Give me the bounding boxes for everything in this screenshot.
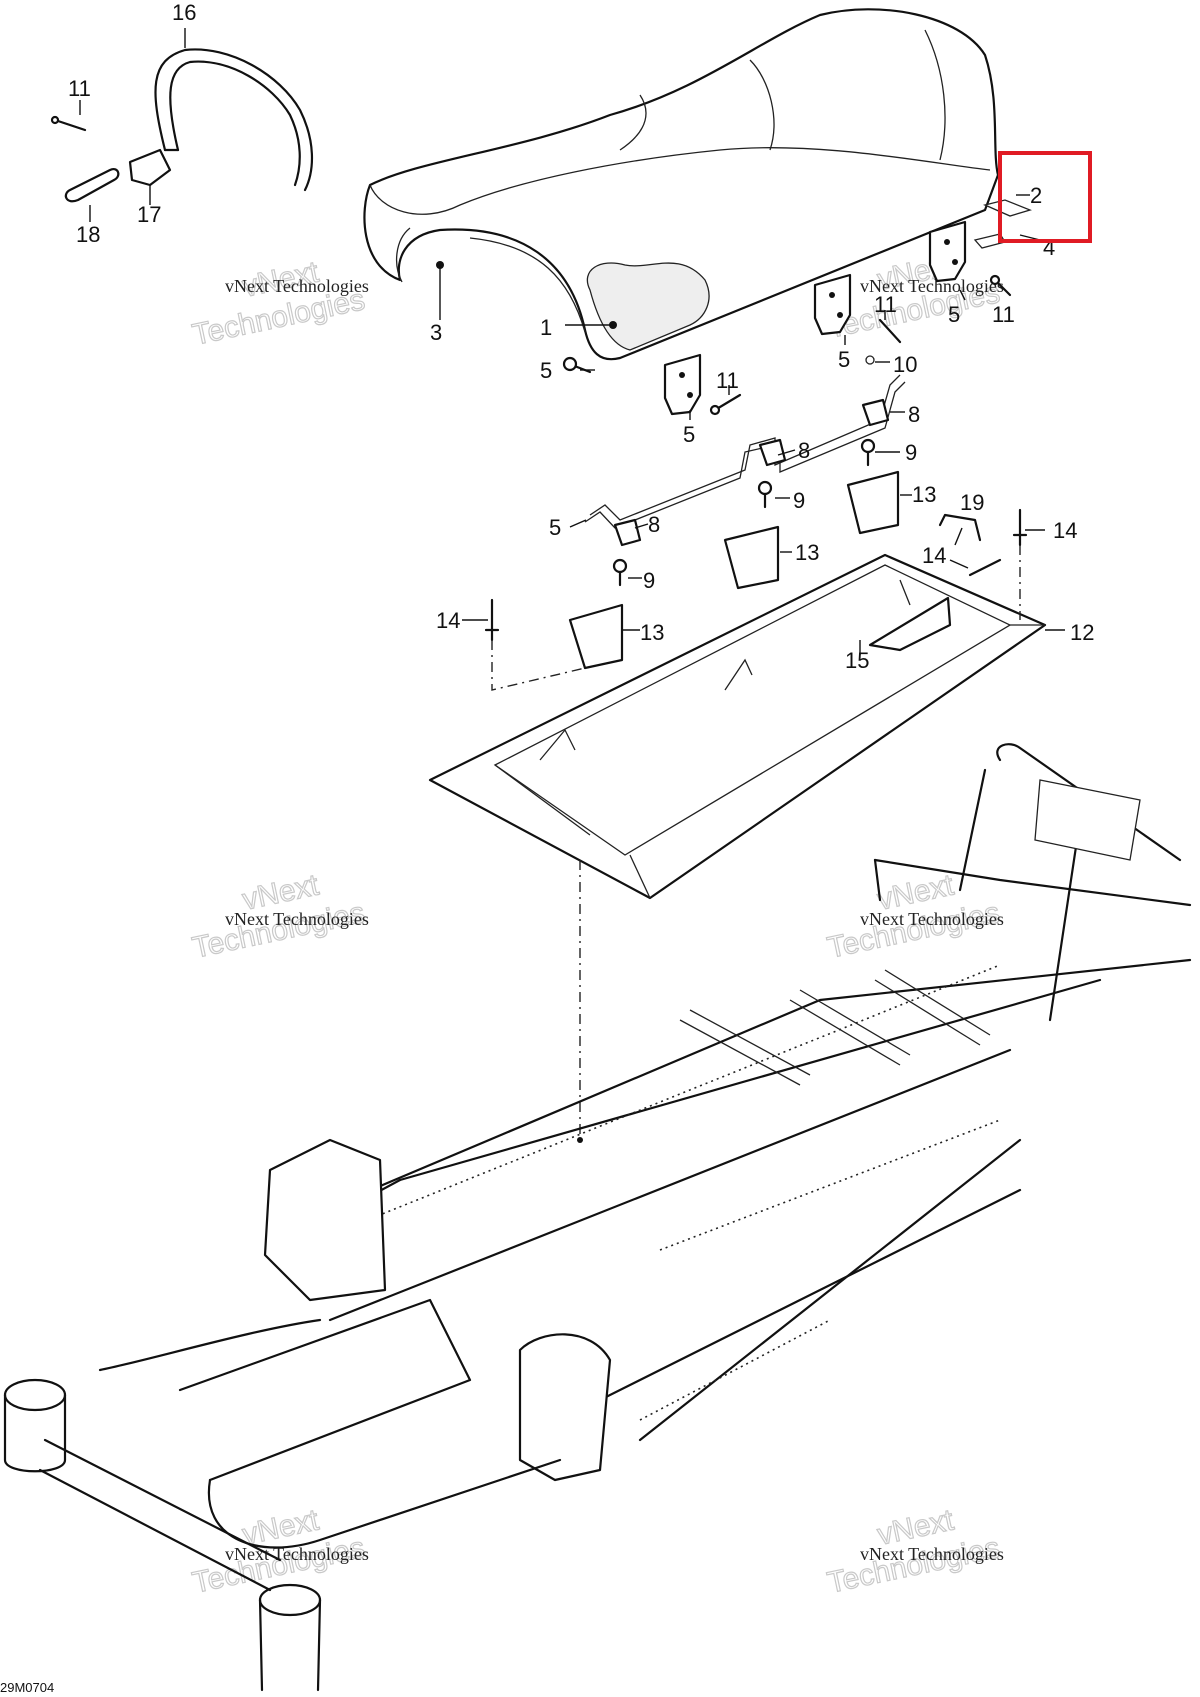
- rivet-14-left: [484, 598, 500, 642]
- callout-16: 16: [172, 0, 196, 25]
- callout-6: 5: [540, 358, 552, 383]
- callout-11-middle: 11: [874, 292, 897, 317]
- callout-7: 5: [549, 515, 561, 540]
- rivet-11-mid: [878, 318, 902, 344]
- callout-4: 4: [1043, 235, 1055, 260]
- svg-text:vNext Technologies: vNext Technologies: [860, 1544, 1004, 1564]
- storage-tray: [428, 553, 1047, 900]
- callout-12: 12: [1070, 620, 1094, 645]
- callout-13-middle: 13: [795, 540, 819, 565]
- watermark-top-left: vNext Technologies vNext Technologies: [189, 255, 369, 353]
- bracket-13-c: [846, 470, 900, 535]
- nut-10: [865, 355, 875, 365]
- callout-11-seat: 11: [716, 368, 739, 393]
- hinge-left: [663, 353, 702, 416]
- callout-9-left: 9: [643, 568, 655, 593]
- clip-8-b: [758, 438, 787, 467]
- rivet-11-seat: [709, 393, 742, 416]
- callout-14-left: 14: [436, 608, 460, 633]
- rivet-14-right: [1012, 508, 1028, 547]
- callout-13-left: 13: [640, 620, 664, 645]
- callout-5-right: 5: [948, 302, 960, 327]
- svg-text:vNext Technologies: vNext Technologies: [860, 909, 1004, 929]
- mount-bracket-17: [128, 148, 172, 187]
- svg-text:vNext Technologies: vNext Technologies: [860, 276, 1004, 296]
- leader-lines: [79, 28, 1065, 655]
- callout-15: 15: [845, 648, 869, 673]
- callout-14-middle: 14: [922, 543, 946, 568]
- callout-8-left: 8: [648, 512, 660, 537]
- callout-14-right: 14: [1053, 518, 1077, 543]
- rivet-14-mid: [968, 558, 1002, 577]
- callout-13-right: 13: [912, 482, 936, 507]
- callout-2: 2: [1030, 183, 1042, 208]
- watermark-middle-right: vNext Technologies vNext Technologies: [824, 868, 1004, 966]
- clip-8-c: [861, 398, 890, 427]
- callout-11-handle: 11: [68, 76, 91, 101]
- svg-text:vNext Technologies: vNext Technologies: [225, 276, 369, 296]
- callout-11-right: 11: [992, 302, 1015, 327]
- figure-reference: 29M0704: [0, 1680, 54, 1695]
- hinge-middle: [813, 273, 852, 336]
- callout-3: 3: [430, 320, 442, 345]
- rivet-11-right: [989, 274, 1012, 297]
- clip-8-a: [613, 518, 642, 547]
- callout-8-right: 8: [908, 402, 920, 427]
- callout-18: 18: [76, 222, 100, 247]
- callout-9-middle: 9: [793, 488, 805, 513]
- screw-6: [562, 356, 592, 374]
- svg-text:vNext Technologies: vNext Technologies: [225, 909, 369, 929]
- callout-10: 10: [893, 352, 917, 377]
- spring-19: [938, 513, 982, 542]
- callout-5-middle: 5: [838, 347, 850, 372]
- callout-17: 17: [137, 202, 161, 227]
- callout-19: 19: [960, 490, 984, 515]
- screw-9-c: [860, 438, 876, 467]
- clip-18: [64, 168, 120, 203]
- rivet-11-handle: [50, 115, 87, 132]
- callout-5-left: 5: [683, 422, 695, 447]
- seat: [363, 8, 1000, 361]
- hinge-right: [928, 220, 967, 283]
- bracket-13-b: [723, 525, 780, 590]
- svg-text:vNext Technologies: vNext Technologies: [225, 1544, 369, 1564]
- bracket-13-a: [568, 603, 624, 670]
- screw-9-a: [612, 558, 628, 587]
- callout-9-right: 9: [905, 440, 917, 465]
- grab-handle: [154, 48, 313, 192]
- watermark-bottom-right: vNext Technologies vNext Technologies: [824, 1503, 1004, 1601]
- callout-1: 1: [540, 315, 552, 340]
- callout-8-middle: 8: [798, 438, 810, 463]
- chassis-frame: [3, 743, 1192, 1692]
- centerline-left: [491, 640, 586, 691]
- highlight-box: [998, 151, 1092, 243]
- watermark-middle-left: vNext Technologies vNext Technologies: [189, 868, 369, 966]
- screw-9-b: [757, 480, 773, 509]
